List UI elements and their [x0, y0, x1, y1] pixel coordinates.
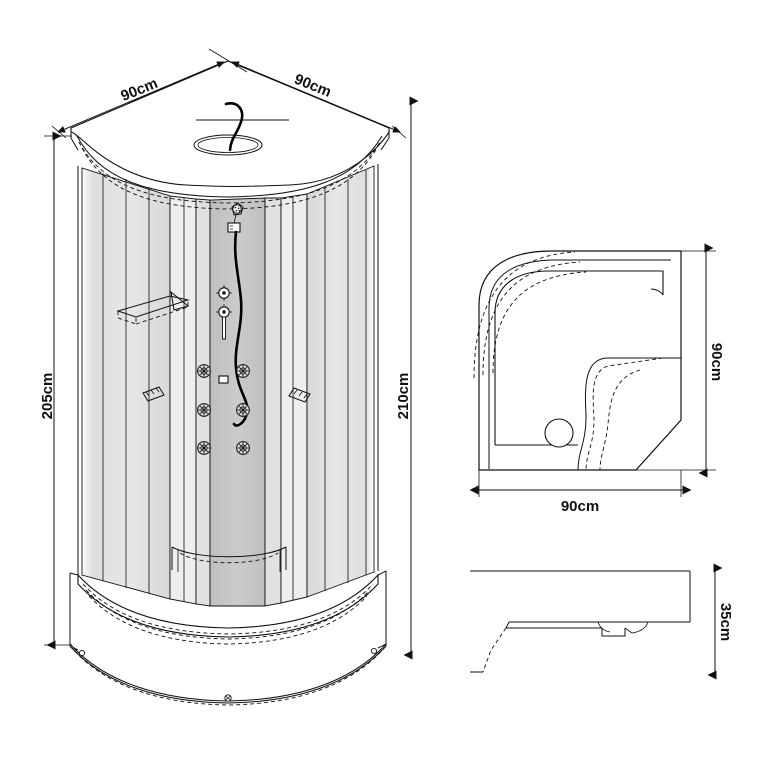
section-waste-notch — [601, 628, 626, 637]
tray-rim-line-2 — [82, 583, 374, 635]
dim-label-plan-90cm-horizontal: 90cm — [561, 498, 599, 515]
plan-view — [469, 243, 716, 497]
diverter-knob — [216, 304, 232, 318]
plan-basin-corner — [650, 288, 664, 296]
dim-label-section-35cm: 35cm — [717, 603, 734, 641]
perspective-view — [69, 60, 390, 706]
body-jet — [236, 441, 250, 455]
skirt-bottom-edge — [69, 645, 387, 706]
tray-front-skirt — [69, 642, 387, 704]
perspective-dimensions — [44, 48, 419, 660]
plan-seat-profile-2 — [585, 357, 664, 471]
roof-canopy — [70, 60, 390, 210]
dim-line-top-left — [57, 61, 225, 133]
dim-label-210cm: 210cm — [395, 373, 412, 420]
dim-label-205cm: 205cm — [39, 373, 56, 420]
back-panel-fittings — [197, 202, 250, 455]
body-jet — [236, 364, 250, 378]
corner-seat — [171, 546, 287, 572]
shower-tray — [69, 570, 387, 706]
fixed-glass-panel-right — [306, 165, 375, 598]
glass-shelf — [116, 295, 190, 325]
mixer-riser — [222, 316, 226, 340]
plan-seat-profile — [577, 357, 681, 471]
roof-rim-3 — [81, 147, 378, 210]
slide-rail-bracket — [227, 222, 241, 233]
roof-rim-1 — [76, 135, 383, 198]
section-notch-curve-l — [597, 621, 611, 633]
thermostatic-mixer — [216, 285, 232, 301]
section-view — [470, 563, 723, 680]
ceiling-light-inner — [197, 137, 259, 153]
section-left-riser — [505, 621, 510, 629]
plan-seat-profile-3 — [599, 369, 641, 471]
door-handle-left — [142, 386, 165, 402]
dim-label-plan-90cm-vertical: 90cm — [708, 343, 725, 381]
plan-contour-2 — [488, 259, 671, 469]
plan-contour-4 — [482, 261, 581, 376]
dim-line-top-right — [231, 61, 401, 133]
plan-contour-5 — [492, 271, 587, 374]
body-jet — [236, 403, 250, 417]
roof-rim-2 — [78, 141, 381, 204]
section-notch-curve-r — [631, 621, 649, 634]
door-handle-right — [288, 387, 311, 403]
tray-rim-line-3 — [85, 589, 371, 640]
skirt-screw — [78, 649, 86, 657]
body-jets — [197, 364, 250, 455]
handheld-shower-head — [231, 202, 244, 216]
plan-inner-basin — [494, 270, 664, 445]
shower-head-neck — [233, 213, 237, 225]
tray-top-rim — [77, 573, 379, 638]
section-skirt-slope — [482, 627, 507, 673]
tray-rim-line-4 — [88, 595, 368, 645]
glass-edge-strokes — [77, 164, 379, 576]
roof-top-surface — [70, 60, 390, 188]
dim-label-top-right: 90cm — [292, 71, 334, 101]
shower-hose — [232, 230, 249, 427]
skirt-screw — [370, 647, 378, 655]
hose-outlet-fitting — [218, 375, 229, 384]
dim-label-top-left: 90cm — [118, 75, 160, 105]
body-jet — [197, 441, 211, 455]
body-jet — [197, 364, 211, 378]
glass-seam-marker — [170, 290, 190, 311]
body-jet — [197, 403, 211, 417]
plan-drain-hole — [544, 418, 574, 448]
